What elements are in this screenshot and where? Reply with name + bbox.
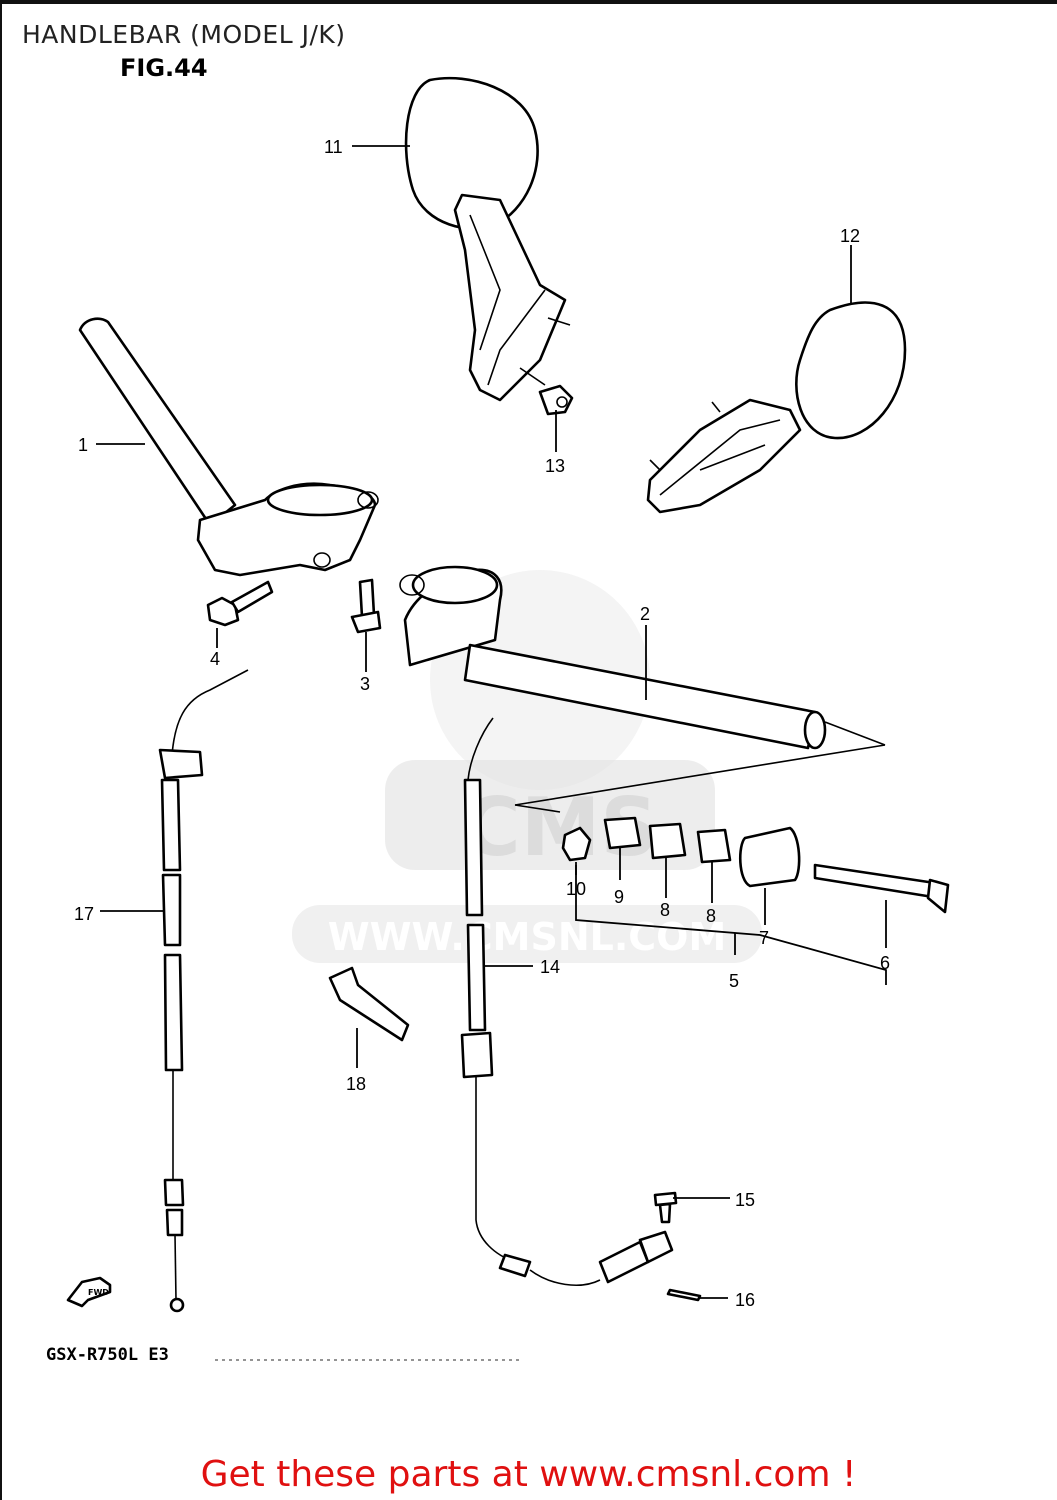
part-13-nut [538, 384, 574, 416]
part-17-throttle-cable [158, 669, 249, 1313]
callout-7: 7 [759, 928, 769, 948]
callout-3: 3 [360, 674, 370, 694]
callout-11: 11 [324, 137, 343, 157]
callout-4: 4 [210, 649, 220, 669]
part-7-end-cap [739, 826, 801, 888]
callout-13: 13 [545, 456, 565, 476]
callout-15: 15 [735, 1190, 755, 1210]
figure-label: FIG.44 [120, 54, 208, 82]
part-8-weight-b [696, 828, 732, 864]
part-18-cable-tie [328, 966, 410, 1042]
part-15-pin [653, 1191, 678, 1224]
callout-14: 14 [540, 957, 560, 977]
part-14-clutch-cable [460, 717, 674, 1286]
callout-8b: 8 [706, 906, 716, 926]
part-9-weight [603, 816, 642, 850]
top-border [0, 0, 1057, 4]
page-title: HANDLEBAR (MODEL J/K) [22, 20, 346, 49]
watermark-url-banner [292, 905, 762, 963]
bar-end-weight-set [561, 816, 950, 985]
callout-1: 1 [78, 435, 88, 455]
footer-link[interactable]: Get these parts at www.cmsnl.com ! [200, 1454, 857, 1495]
part-3-bolt [350, 578, 382, 634]
callout-5: 5 [729, 971, 739, 991]
callout-2: 2 [640, 604, 650, 624]
callout-10: 10 [566, 879, 586, 899]
callout-8a: 8 [660, 900, 670, 920]
callout-9: 9 [614, 887, 624, 907]
callout-12: 12 [840, 226, 860, 246]
watermark-url: WWW.CMSNL.COM [328, 915, 727, 959]
part-2-right-handlebar [399, 565, 827, 750]
leader-lines [96, 145, 887, 1299]
fwd-label: FWD [88, 1288, 109, 1297]
fwd-arrow-icon: FWD [66, 1276, 112, 1308]
callout-18: 18 [346, 1074, 366, 1094]
part-4-bolt [206, 580, 274, 627]
model-code: GSX-R750L E3 [46, 1345, 169, 1365]
part-11-left-mirror [404, 76, 571, 402]
part-8-weight-a [648, 822, 687, 860]
part-1-left-handlebar [78, 317, 379, 577]
callout-6: 6 [880, 953, 890, 973]
left-border [0, 0, 2, 1500]
part-12-right-mirror [646, 301, 907, 514]
callout-17: 17 [74, 904, 94, 924]
part-16-cotter-pin [666, 1288, 702, 1302]
part-10-collar [561, 826, 592, 862]
part-6-screw [813, 863, 950, 914]
callouts: 11 12 1 13 2 4 3 10 9 8 8 7 6 5 17 14 18… [74, 137, 890, 1310]
callout-16: 16 [735, 1290, 755, 1310]
expansion-lines [514, 721, 886, 813]
